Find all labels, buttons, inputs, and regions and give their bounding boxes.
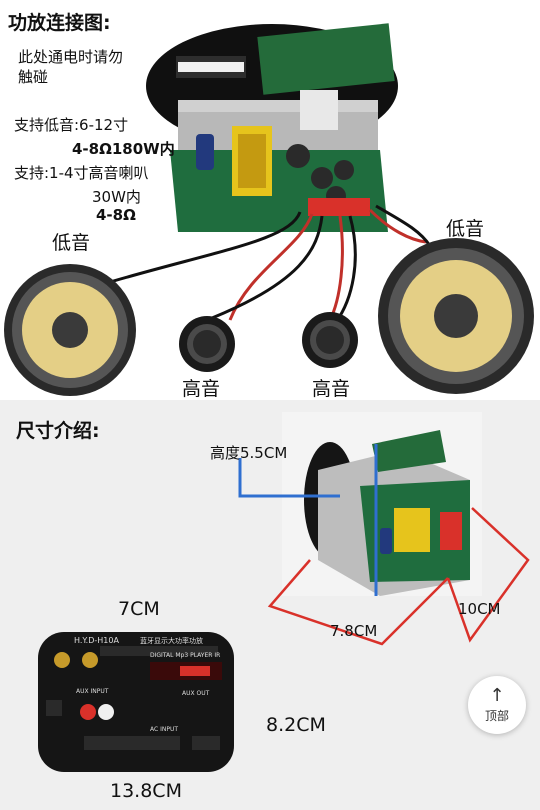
panel-side-label: 8.2CM <box>266 714 326 736</box>
bass-spec-text: 4-8Ω180W内 <box>72 140 175 158</box>
warning-line-1: 此处通电时请勿 <box>18 48 124 66</box>
depth-label: 7.8CM <box>330 622 378 640</box>
panel-height-label: 7CM <box>118 598 160 620</box>
connection-diagram-graphic <box>4 23 534 396</box>
panel-ac-input: AC INPUT <box>150 726 179 733</box>
panel-display-label: DIGITAL Mp3 PLAYER IR <box>150 652 221 659</box>
tweeter-right-label: 高音 <box>312 378 351 400</box>
connection-diagram-section: 功放连接图: 此处通电时请勿 触碰 支持低音:6-12寸 4-8Ω180W内 支… <box>0 0 540 400</box>
back-to-top-button[interactable]: ↑ 顶部 <box>468 676 526 734</box>
height-label: 高度5.5CM <box>210 444 288 462</box>
size-diagram-graphic <box>38 412 530 772</box>
tweeter-impedance-text: 4-8Ω <box>96 206 136 224</box>
size-title: 尺寸介绍: <box>16 420 100 442</box>
connection-title: 功放连接图: <box>8 12 111 34</box>
woofer-left-label: 低音 <box>52 232 91 254</box>
panel-subtitle: 蓝牙显示大功率功放 <box>140 637 203 645</box>
back-to-top-label: 顶部 <box>484 708 509 723</box>
panel-brand: H.Y.D-H10A <box>74 636 119 645</box>
arrow-up-icon: ↑ <box>489 684 505 706</box>
woofer-right-graphic <box>378 238 534 394</box>
tweeter-power-text: 30W内 <box>92 188 141 206</box>
tweeter-right-graphic <box>302 312 358 368</box>
panel-width-label: 13.8CM <box>110 780 182 802</box>
speaker-terminals <box>308 198 370 216</box>
size-section: 尺寸介绍: 高度5.5CM 7.8CM 10CM 7CM 8.2CM 13.8C… <box>0 400 540 810</box>
capacitor <box>196 134 214 170</box>
upper-circuit-board <box>257 23 395 95</box>
bass-support-text: 支持低音:6-12寸 <box>14 116 129 134</box>
tweeter-support-text: 支持:1-4寸高音喇叭 <box>14 164 149 182</box>
panel-aux-input: AUX INPUT <box>76 688 109 695</box>
woofer-right-label: 低音 <box>446 218 485 240</box>
tweeter-left-graphic <box>179 316 235 372</box>
warning-line-2: 触碰 <box>18 68 49 86</box>
woofer-left-graphic <box>4 264 136 396</box>
panel-aux-out: AUX OUT <box>182 690 210 697</box>
width-label: 10CM <box>458 600 501 618</box>
tweeter-left-label: 高音 <box>182 378 221 400</box>
